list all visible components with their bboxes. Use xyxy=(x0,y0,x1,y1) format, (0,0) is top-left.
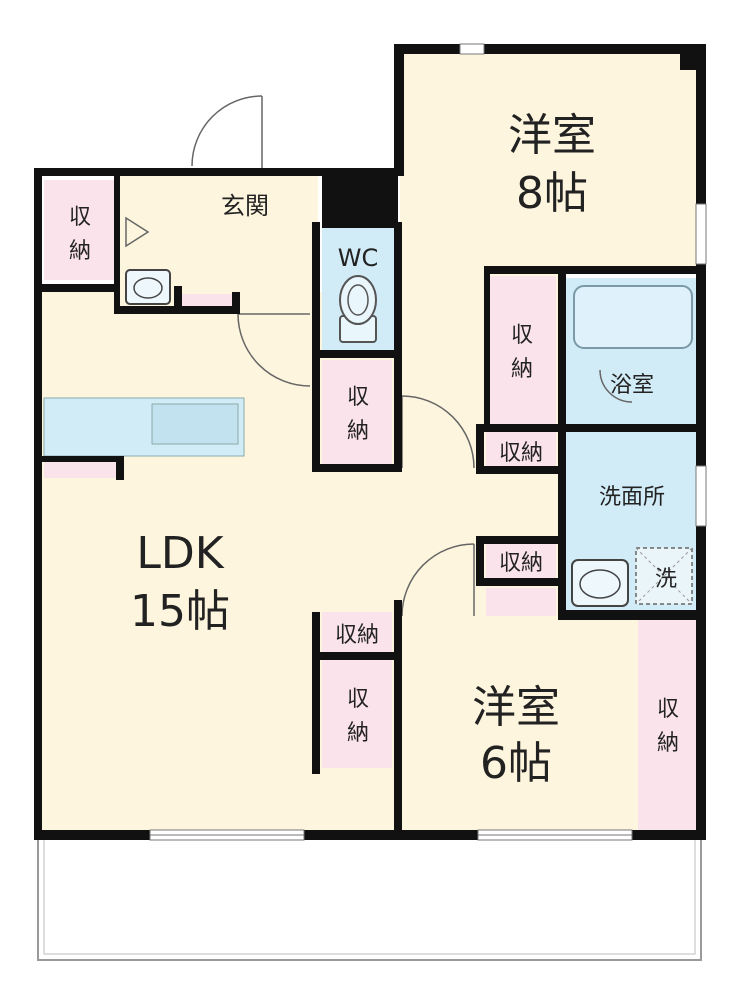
storage-entrance-bottom: 納 xyxy=(69,239,91,264)
western-8-floor xyxy=(400,52,696,270)
entrance-label: 玄関 xyxy=(221,192,269,220)
storage-ldk-2 xyxy=(322,660,392,768)
washer-area-icon xyxy=(635,547,693,605)
ldk-name: LDK xyxy=(136,528,224,579)
storage-western6-top: 収 xyxy=(657,697,679,722)
storage-entrance-top: 収 xyxy=(69,205,91,230)
storage-corridor-top: 収 xyxy=(347,385,369,410)
storage-kitchen-strip xyxy=(44,462,116,478)
storage-ldk1-label: 収納 xyxy=(335,623,379,648)
storage-western6 xyxy=(638,620,696,832)
storage-small-3 xyxy=(486,588,556,616)
storage-small-1 xyxy=(486,430,556,472)
storage-western6-bottom: 納 xyxy=(657,731,679,756)
storage-small-2 xyxy=(486,540,556,584)
storage-small-2-label: 収納 xyxy=(499,551,543,576)
washer-label: 洗 xyxy=(655,567,677,592)
storage-areas xyxy=(44,180,696,832)
western-8-size: 8帖 xyxy=(516,168,588,219)
western-6-name: 洋室 xyxy=(472,682,560,733)
storage-small-1-label: 収納 xyxy=(499,441,543,466)
storage-western8-bottom: 納 xyxy=(511,357,533,382)
kitchen-sink xyxy=(151,403,239,445)
storage-corridor-bottom: 納 xyxy=(347,419,369,444)
labels: 洋室 8帖 LDK 15帖 洋室 6帖 玄関 WC 浴室 洗面所 洗 収 納 収… xyxy=(69,110,679,789)
storage-ldk-1 xyxy=(322,612,392,654)
western-6-size: 6帖 xyxy=(480,738,552,789)
fixtures xyxy=(125,216,693,607)
storage-ldk2-bottom: 納 xyxy=(347,721,369,746)
wash-basin-icon xyxy=(571,559,629,607)
bath-door-icon xyxy=(599,369,633,403)
western-8-name: 洋室 xyxy=(508,110,596,161)
bathtub xyxy=(573,285,693,349)
toilet-icon xyxy=(339,275,377,343)
wc-label: WC xyxy=(338,244,379,272)
entry-door-icon xyxy=(188,95,263,174)
storage-western8 xyxy=(488,276,556,424)
storage-corridor-a xyxy=(322,360,392,464)
windows xyxy=(149,43,707,841)
balcony xyxy=(37,837,702,961)
storage-ldk2-top: 収 xyxy=(347,687,369,712)
western6-door-icon xyxy=(401,543,475,617)
wash-basin-entrance-icon xyxy=(125,269,171,305)
bath-label: 浴室 xyxy=(610,373,654,398)
storage-entrance xyxy=(44,180,114,280)
ldk-size: 15帖 xyxy=(130,586,230,637)
walls xyxy=(34,44,706,840)
western-6-floor xyxy=(400,618,638,834)
washroom-label: 洗面所 xyxy=(599,485,665,510)
storage-entrance-strip xyxy=(182,294,232,306)
ldk-door-icon xyxy=(237,313,311,387)
shoe-cabinet-marker xyxy=(125,216,150,248)
storage-western8-top: 収 xyxy=(511,323,533,348)
